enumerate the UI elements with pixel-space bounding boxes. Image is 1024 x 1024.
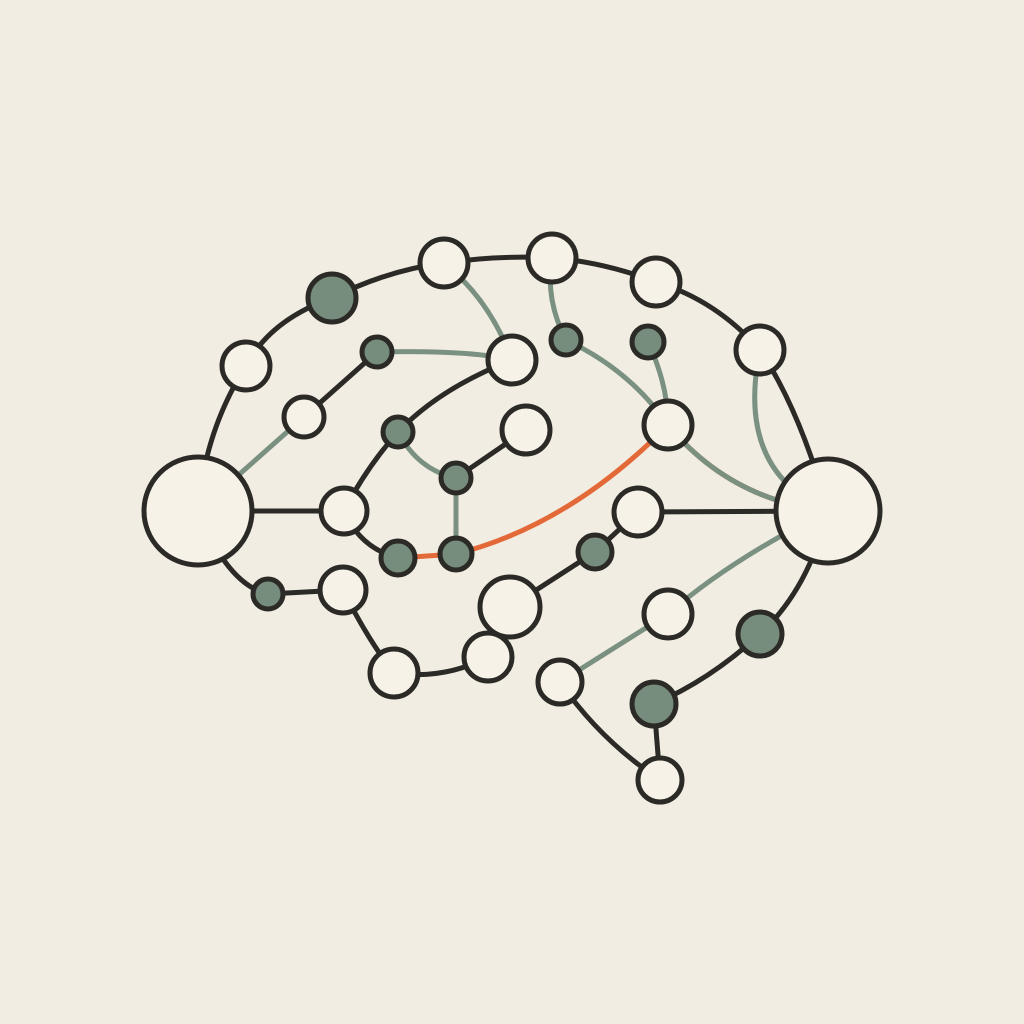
node-inner-light-a xyxy=(485,333,539,387)
node-inner-dark-b xyxy=(380,414,416,450)
node-inner-dark-a xyxy=(359,334,395,370)
node-inner-dark-c xyxy=(438,460,474,496)
node-bottom-end-light xyxy=(635,755,685,805)
node-top-left-dark xyxy=(305,271,359,325)
node-bottom-dark-a xyxy=(378,538,418,578)
node-bottom-dark-b xyxy=(437,535,475,573)
link-bottom-dark-b-to-center-right-light xyxy=(453,422,671,557)
node-left-mid-light xyxy=(318,485,370,537)
node-mid-right-dark xyxy=(575,532,615,572)
node-upper-dark-c xyxy=(629,323,667,361)
node-center-lower-light xyxy=(477,574,543,640)
node-bottom-dark-big xyxy=(629,679,679,729)
node-inner-light-b xyxy=(499,403,553,457)
node-right-lower-dark xyxy=(735,609,785,659)
node-upper-dark-b xyxy=(548,322,584,358)
node-left-inner xyxy=(281,394,327,440)
node-bottom-right-light xyxy=(535,657,585,707)
node-bottom-mid-light xyxy=(461,630,515,684)
node-center-right-light xyxy=(641,398,695,452)
nodes-layer xyxy=(141,231,883,805)
node-bottom-left-light xyxy=(367,646,421,700)
node-left-lower-dark xyxy=(250,576,286,612)
node-left-lower-light xyxy=(317,564,369,616)
node-hub-left xyxy=(141,454,255,568)
node-lower-right-light xyxy=(641,587,695,641)
node-right-upper xyxy=(733,323,787,377)
node-top-right-a xyxy=(629,255,683,309)
node-left-upper xyxy=(219,339,273,393)
node-top-mid-b xyxy=(525,231,579,285)
node-mid-right-light xyxy=(611,485,665,539)
node-hub-right xyxy=(773,456,883,566)
node-top-mid-a xyxy=(417,236,471,290)
